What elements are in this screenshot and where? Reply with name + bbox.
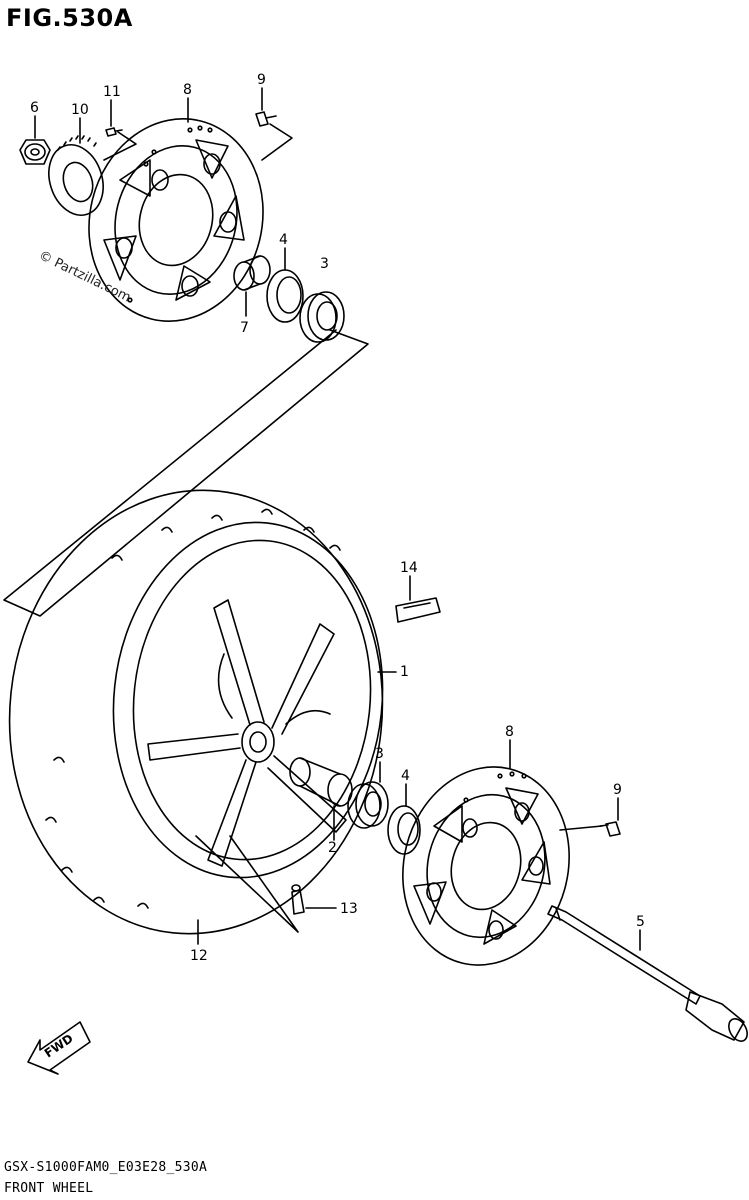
part-8-brake-disc-lower[interactable] — [382, 749, 590, 983]
callout-8-upper: 8 — [183, 82, 192, 98]
part-3-bearing-lower[interactable] — [347, 781, 389, 829]
part-8-brake-disc-upper[interactable] — [68, 100, 284, 340]
part-3-bearing-upper[interactable] — [299, 291, 345, 343]
diagram-caption: FRONT WHEEL — [4, 1181, 94, 1196]
callout-7: 7 — [240, 320, 249, 336]
part-13-valve[interactable] — [291, 884, 305, 915]
part-4-oil-seal-lower[interactable] — [387, 805, 421, 855]
part-5-axle[interactable] — [547, 905, 749, 1044]
part-1-wheel-rim[interactable] — [118, 529, 386, 872]
part-4-oil-seal-upper[interactable] — [266, 269, 304, 323]
callout-4-upper: 4 — [279, 232, 288, 248]
callout-3-lower: 3 — [375, 746, 384, 762]
part-2-spacer-sleeve[interactable] — [289, 757, 353, 807]
callout-13: 13 — [340, 901, 358, 917]
callout-11: 11 — [103, 84, 121, 100]
fwd-direction-arrow — [27, 1021, 91, 1075]
callout-9-upper: 9 — [257, 72, 266, 88]
callout-6: 6 — [30, 100, 39, 116]
callout-9-lower: 9 — [613, 782, 622, 798]
callout-8-lower: 8 — [505, 724, 514, 740]
part-9-bolt-upper[interactable] — [255, 111, 277, 127]
model-code: GSX-S1000FAM0_E03E28_530A — [4, 1160, 208, 1175]
callout-1: 1 — [400, 664, 409, 680]
callout-10: 10 — [71, 102, 89, 118]
part-6-nut[interactable] — [19, 139, 51, 165]
figure-title: FIG.530A — [6, 4, 133, 32]
part-11-screw[interactable] — [105, 127, 123, 137]
callout-4-lower: 4 — [401, 768, 410, 784]
part-7-spacer[interactable] — [233, 255, 271, 291]
callout-5: 5 — [636, 914, 645, 930]
part-10-sensor-rotor[interactable] — [40, 135, 112, 222]
part-12-tire[interactable] — [0, 472, 404, 952]
callout-2: 2 — [328, 840, 337, 856]
callout-3-upper: 3 — [320, 256, 329, 272]
callout-12: 12 — [190, 948, 208, 964]
part-14-balance-weight[interactable] — [395, 597, 441, 623]
part-9-bolt-lower[interactable] — [599, 821, 621, 837]
callout-14: 14 — [400, 560, 418, 576]
